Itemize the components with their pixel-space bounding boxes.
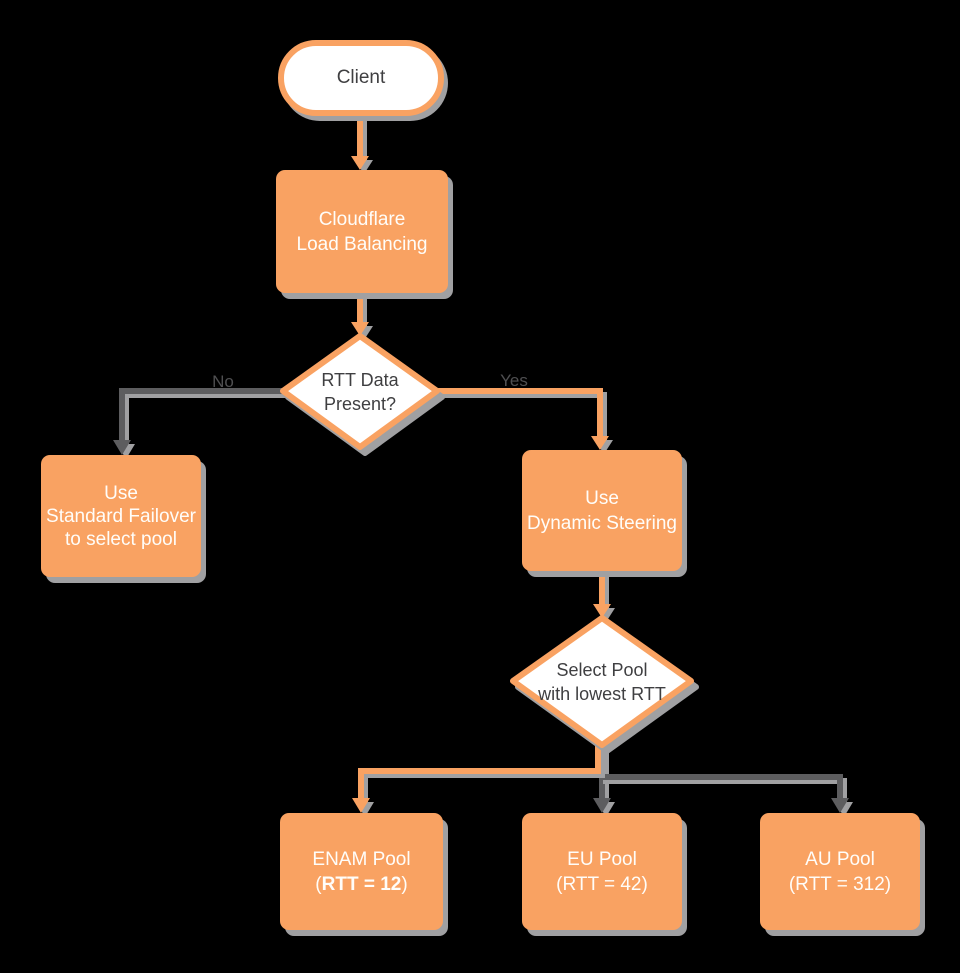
connector-steering-to-select-pool (593, 570, 611, 618)
node-select-pool-shape (510, 615, 694, 748)
arrowhead-lb (351, 156, 369, 170)
connector-yes-branch (432, 388, 609, 450)
enam-rtt-value: RTT = 12 (321, 873, 402, 895)
node-eu-pool: EU Pool (RTT = 42) (522, 813, 682, 930)
arrowhead-rtt-decision (351, 322, 369, 336)
arrowhead-eu (593, 798, 611, 813)
load-balancing-line2: Load Balancing (296, 233, 428, 255)
node-client: Client (278, 40, 444, 116)
client-label: Client (336, 67, 386, 88)
arrowhead-no (113, 440, 131, 455)
connector-no-branch (113, 388, 290, 455)
au-pool-line1: AU Pool (805, 848, 875, 870)
standard-failover-line1: Use (104, 482, 138, 504)
arrowhead-select-pool (593, 604, 611, 618)
standard-failover-line3: to select pool (65, 528, 177, 550)
node-standard-failover: Use Standard Failover to select pool (41, 455, 201, 577)
enam-rtt-prefix: ( (315, 873, 322, 895)
arrowhead-enam (352, 798, 370, 813)
eu-pool-line1: EU Pool (567, 848, 637, 870)
connector-client-to-lb (351, 116, 369, 170)
arrowhead-dynamic-steering (591, 436, 609, 450)
au-pool-line2: (RTT = 312) (788, 873, 892, 895)
edge-label-yes: Yes (500, 371, 528, 390)
load-balancing-line1: Cloudflare (318, 208, 406, 230)
connector-select-to-au (599, 740, 849, 813)
eu-pool-line2: (RTT = 42) (556, 873, 648, 895)
dynamic-steering-line2: Dynamic Steering (527, 512, 677, 534)
standard-failover-line2: Standard Failover (46, 505, 196, 527)
node-enam-pool: ENAM Pool (RTT = 12) (280, 813, 443, 930)
arrowhead-au (831, 798, 849, 813)
node-rtt-decision-shape (280, 333, 440, 450)
node-dynamic-steering: Use Dynamic Steering (522, 450, 682, 571)
enam-rtt-suffix: ) (401, 873, 408, 895)
enam-pool-line1: ENAM Pool (312, 848, 411, 870)
enam-pool-line2: (RTT = 12) (315, 872, 407, 897)
edge-label-no: No (212, 372, 234, 391)
dynamic-steering-line1: Use (585, 487, 619, 509)
connector-lb-to-rtt-decision (351, 293, 369, 336)
node-load-balancing: Cloudflare Load Balancing (276, 170, 448, 293)
node-au-pool: AU Pool (RTT = 312) (760, 813, 920, 930)
connector-select-to-enam (352, 740, 601, 813)
